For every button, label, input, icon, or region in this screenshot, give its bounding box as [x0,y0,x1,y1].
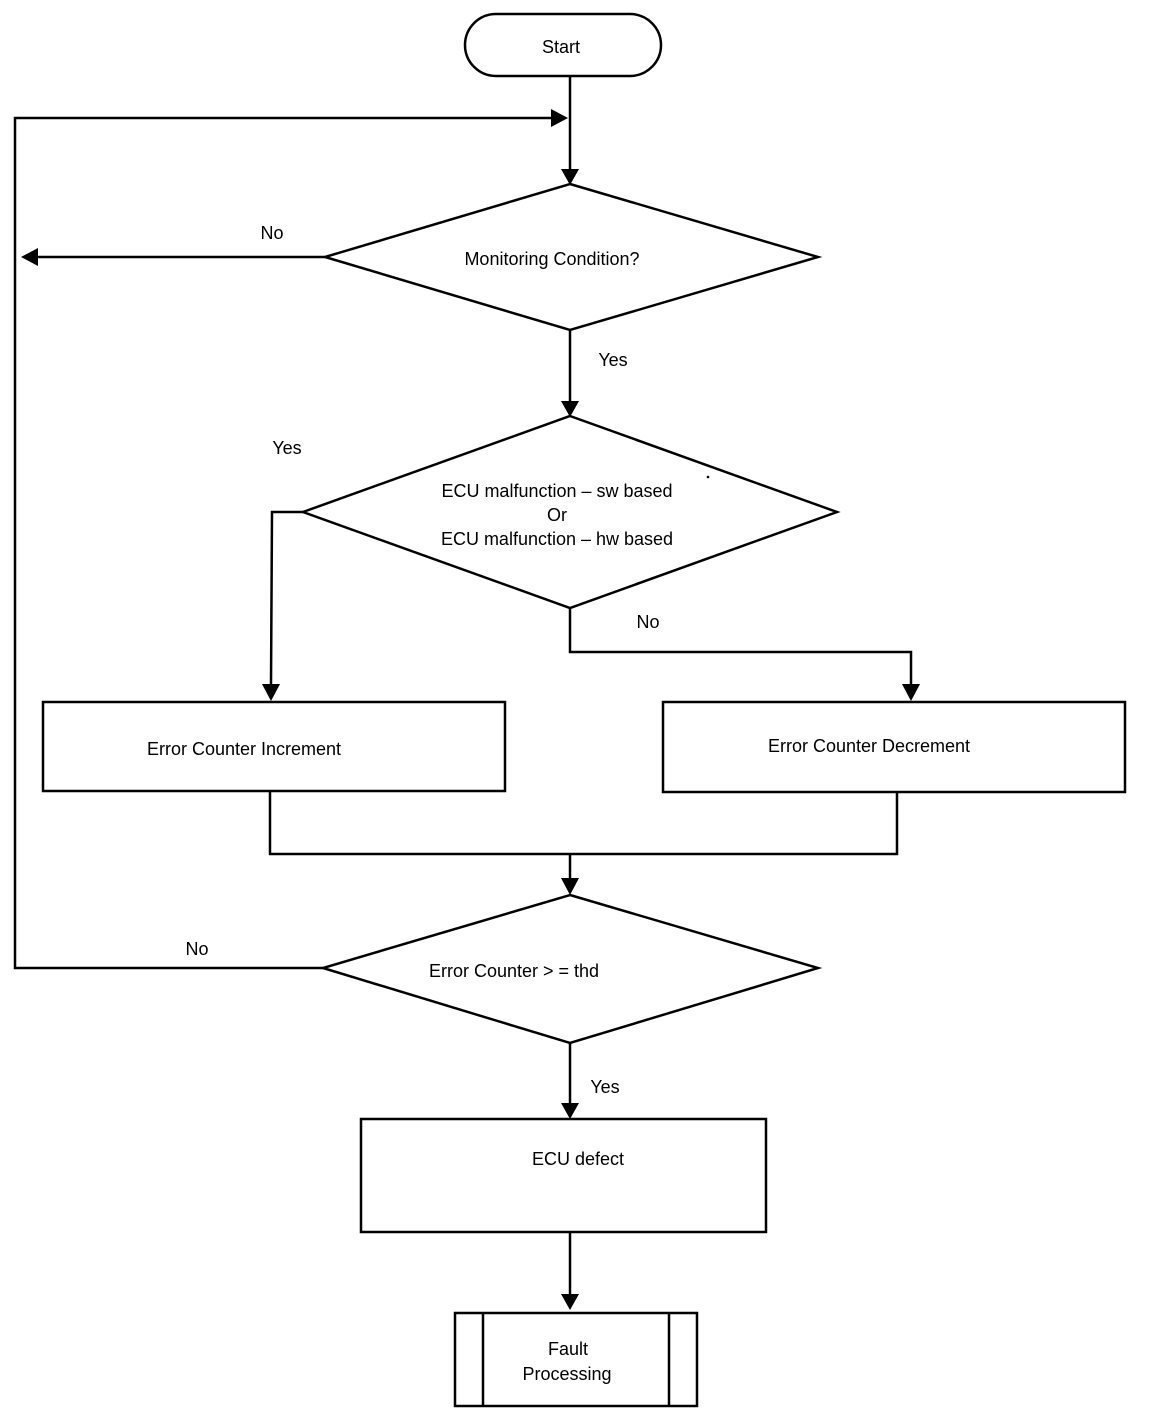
malfunction-decision-line-3: ECU malfunction – hw based [441,529,673,549]
connector-malfunction-yes [269,510,303,685]
threshold-yes-label: Yes [590,1077,619,1097]
fault-processing-line-1: Fault [548,1339,588,1359]
malfunction-decision [299,414,841,610]
arrowhead-malfunction-in [561,401,579,417]
monitoring-yes-label: Yes [598,350,627,370]
arrowhead-monitoring-in [561,169,579,185]
threshold-no-label: No [185,939,208,959]
start-terminator [463,12,663,78]
threshold-decision-label: Error Counter > = thd [429,961,599,981]
defect-process [359,1117,768,1234]
decrement-process-label: Error Counter Decrement [768,736,970,756]
monitoring-no-label: No [260,223,283,243]
malfunction-yes-label: Yes [272,438,301,458]
increment-process-label: Error Counter Increment [147,739,341,759]
arrowhead-decrement-in [902,684,920,701]
monitoring-decision-label: Monitoring Condition? [464,249,639,269]
arrowhead-increment-in [262,684,280,701]
connector-increment-merge [268,791,899,856]
arrowhead-defect-in [561,1103,579,1119]
fault-processing-subroutine [453,1311,699,1408]
malfunction-decision-line-1: ECU malfunction – sw based [441,481,672,501]
fault-processing-line-2: Processing [522,1364,611,1384]
malfunction-no-label: No [636,612,659,632]
connector-malfunction-no [568,608,913,684]
decrement-process [661,700,1127,794]
arrowhead-threshold-in [561,878,579,895]
malfunction-decision-line-2: Or [547,505,567,525]
stray-dot [706,475,710,479]
arrowhead-fault-in [561,1294,579,1310]
start-label: Start [542,37,580,57]
increment-process [41,700,507,793]
connector-loop-back [13,116,552,970]
arrowhead-loop-back [551,109,568,127]
defect-process-label: ECU defect [532,1149,624,1169]
arrowhead-monitoring-no [21,248,38,266]
